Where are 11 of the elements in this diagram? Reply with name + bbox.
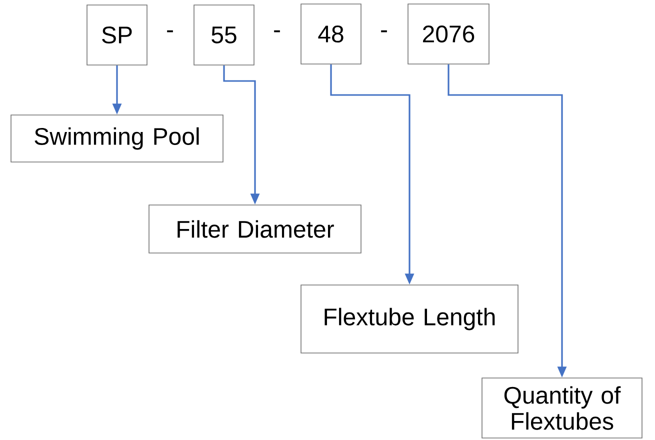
separator-dash: -	[274, 30, 280, 32]
label-box: Swimming Pool	[10, 114, 224, 162]
code-box: 48	[300, 4, 362, 64]
label-box: Filter Diameter	[148, 204, 362, 254]
code-box: 55	[194, 4, 254, 66]
label-box: Quantity of Flextubes	[482, 378, 642, 438]
separator-dash: -	[167, 30, 173, 32]
separator-dash: -	[381, 30, 387, 32]
label-box: Flextube Length	[300, 284, 518, 354]
code-box: 2076	[408, 4, 490, 64]
code-box: SP	[86, 4, 148, 66]
